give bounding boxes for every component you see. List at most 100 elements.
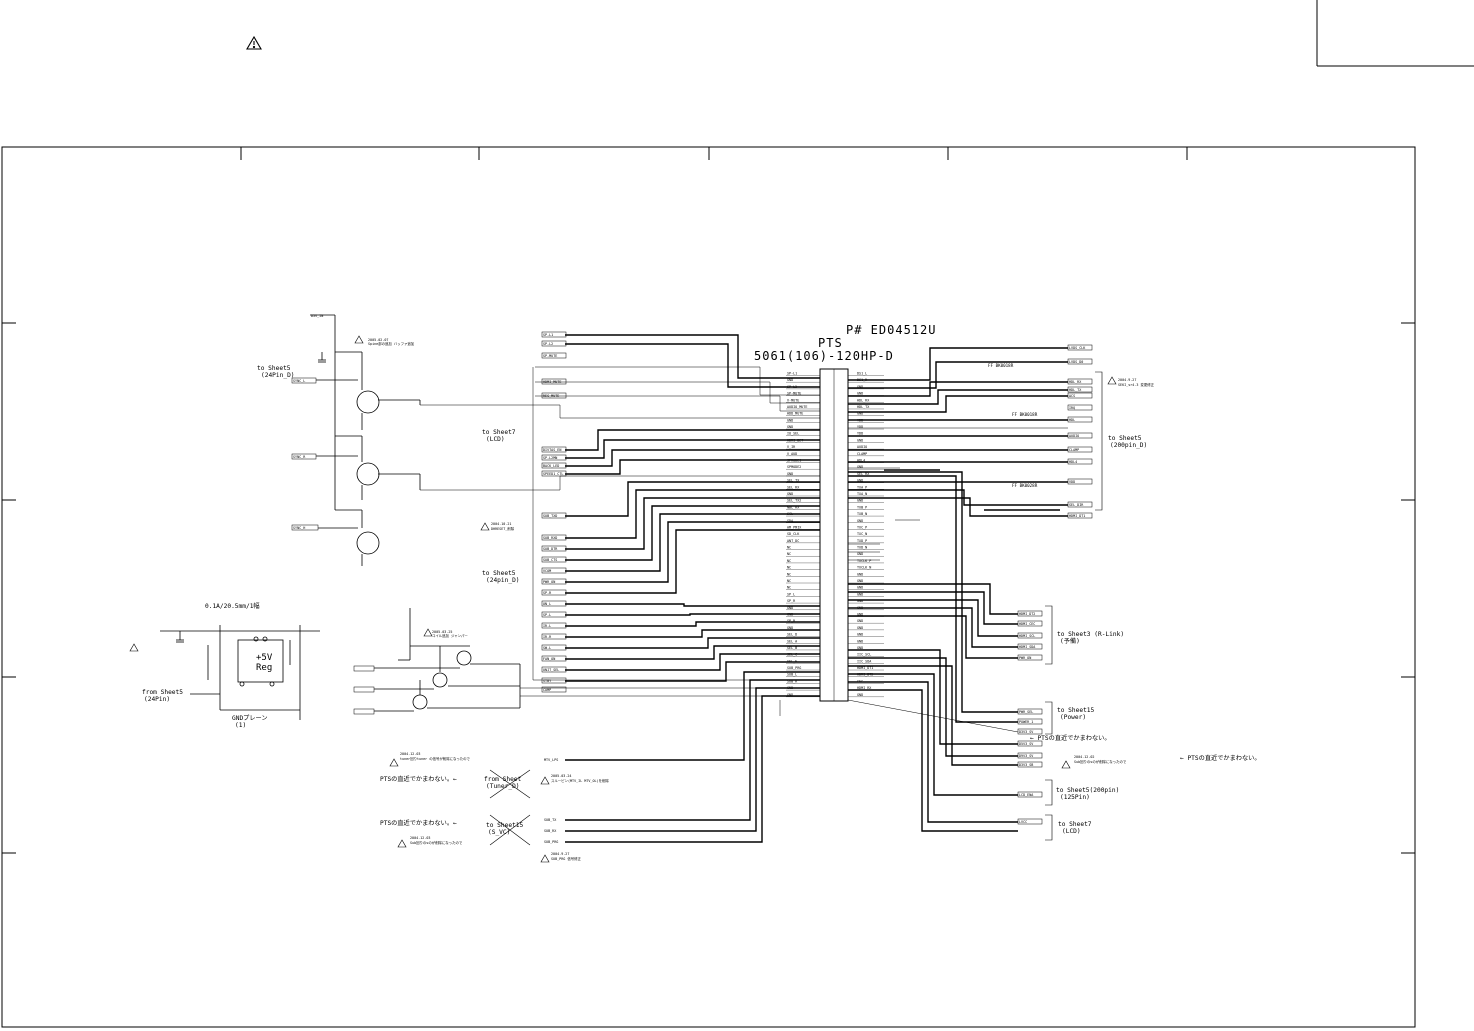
transistor-driver-section [310, 314, 421, 566]
connector-pin-label: SP-MUTE [787, 392, 801, 396]
net-flag-label: SP-L1 [543, 333, 553, 337]
wiring [565, 334, 1068, 843]
net-flag [541, 352, 567, 359]
connector-pin-label: GND [857, 438, 863, 442]
connector-pin-label: GND [857, 626, 863, 630]
net-flag [541, 578, 567, 585]
net-flag [541, 454, 567, 461]
net-flag [291, 377, 317, 384]
net-flag-label: LVDS_D0 [1069, 360, 1083, 364]
note-2004-12-03b-text: Sub回りのsのが削除になったので [410, 840, 463, 845]
net-flag-label: SP-L2 [543, 342, 553, 346]
connector-pin-label: GND [857, 465, 863, 469]
net-flag [541, 633, 567, 640]
connector-right-signals: DS1_LDS1_RGNDGNDHDL_RXHDL_TXGNDYDDYDDYDD… [857, 372, 873, 697]
connector-pin-label: YDD [857, 425, 863, 429]
net-flag [541, 600, 567, 607]
connector-pin-label: GND [857, 633, 863, 637]
connector-pin-label: HDMI_DT1 [857, 666, 873, 670]
connector-pin-label: SEL_D [787, 633, 797, 637]
connector-pin-label: GND [857, 412, 863, 416]
net-flag [541, 677, 567, 684]
right-net-flags: LVDS_CLKLVDS_D0HDL_RXHDL_TXACSIRQHDLAUDI… [1017, 344, 1093, 825]
note-2005-03-25-text: コイル追加 ジャンパー [432, 633, 468, 638]
connector-pin-label: TXCLK_N [857, 566, 871, 570]
net-flag [541, 666, 567, 673]
connector-pin-label: GND [857, 552, 863, 556]
note-2004-10-21-text: DHRESET_削除 [491, 526, 515, 531]
connector-pin-label: SP_R [787, 599, 796, 603]
warning-triangle-icon [354, 335, 364, 344]
net-flag-label: SYNC_R [293, 455, 306, 459]
to-sheet7-lcd: to Sheet7 [1058, 821, 1092, 828]
connector-model: 5061(106)-120HP-D [754, 349, 894, 363]
net-flag-label: HDL4 [1069, 460, 1077, 464]
net-flag-label: POWER_1 [1019, 720, 1033, 724]
connector-pin-label: HDMI_DT2 [857, 673, 873, 677]
connector-pin-label: GND [857, 519, 863, 523]
net-flag-label: HDL_RX [1069, 380, 1082, 384]
net-flag-label: IR-R [543, 635, 552, 639]
net-flag-label: SP-L2MN [543, 456, 557, 460]
net-flag [541, 611, 567, 618]
net-flag-label: SUB_TXD [543, 514, 557, 518]
warning-triangle-icon [540, 776, 550, 785]
connector-pin-label: SEL_A [787, 639, 797, 643]
note-2004-9-27b-text: SUB_PRG 信号修正 [551, 856, 582, 861]
connector-pin-label: V_AUD [787, 452, 797, 456]
net-flag-label: AUDIO [1069, 434, 1079, 438]
power-regulator-section [160, 625, 320, 720]
connector-pin-label: GND [787, 378, 793, 382]
left-net-flags: SP-L1SP-L2SP-MUTEHDMI_MUTEREG_MUTEDIVTAS… [541, 331, 567, 693]
to-sheet7-label: to Sheet7 [482, 429, 516, 436]
note-2005-03-24-text: スルーピン(MTV_IL MTV_OL)を削除 [551, 778, 609, 783]
regulator-ic-type: Reg [256, 663, 272, 673]
net-flag-label: SUB_DTR [543, 547, 558, 551]
net-flag [541, 622, 567, 629]
pts-note-3: PTSの直近でかまわない。← [380, 775, 457, 783]
net-flag [1017, 728, 1043, 735]
note-2004-12-03: 2004.12.03 [400, 752, 420, 756]
net-flag-label: SUB_CTS [543, 558, 557, 562]
warning-triangle-icon [397, 839, 407, 848]
net-flag [291, 453, 317, 460]
to-sheet5-label-b: to Sheet5 [482, 570, 516, 577]
pts-note-1: ← PTSの直近でかまわない。 [1030, 734, 1111, 742]
connector-pin-label: TXB_P [857, 505, 867, 509]
gnd-plane-label: GNDプレーン [232, 715, 268, 722]
net-flag-label: LCD_ENA [1019, 793, 1033, 797]
net-flag [1067, 344, 1093, 351]
connector-pin-label: NC [787, 559, 791, 563]
net-flag-label: SP-R [543, 591, 552, 595]
ferrite-label-a: FF BK0018R [988, 363, 1014, 368]
net-flag [1067, 392, 1093, 399]
net-flag [1017, 791, 1043, 798]
net-flag [541, 556, 567, 563]
note-2005-03-25: 2005.03.25 [432, 630, 452, 634]
connector-pin-label: GND [787, 606, 793, 610]
right-brace [1045, 371, 1103, 841]
net-flag [1017, 761, 1043, 768]
note-2004-12-02-text: Sub回りのsのが削除になったので [1074, 759, 1127, 764]
from-sheet-tuner-sub: (Tuner_D) [486, 783, 520, 790]
warning-triangle-icon [423, 628, 433, 637]
net-flag [1017, 620, 1043, 627]
connector-pin-label: GND [787, 425, 793, 429]
connector-pin-label: TXB_N [857, 512, 867, 516]
regulator-ic-label: +5V [256, 653, 273, 663]
connector-left-signals: SP-L1GNDSP-L2SP-MUTEV-MUTEAUDIO_MUTEHDD_… [787, 372, 807, 697]
connector-pin-label: SEL_RX [787, 485, 800, 489]
connector-pin-label: GND [787, 492, 793, 496]
net-flag-label: D9V3_SV [1019, 754, 1033, 758]
net-flag [1017, 708, 1043, 715]
warning-triangle-icon [246, 35, 262, 50]
net-flag-label: HDMI_DT2 [1019, 612, 1035, 616]
power-net-label: D5V_IN [311, 314, 323, 318]
connector-pin-label: GND [857, 646, 863, 650]
net-flag [1067, 386, 1093, 393]
net-flag [1067, 446, 1093, 453]
net-flag-label: SYNC_H [293, 526, 305, 530]
net-flag [541, 567, 567, 574]
connector-pin-label: HDMI_RX [857, 686, 872, 690]
net-flag [1067, 512, 1093, 519]
